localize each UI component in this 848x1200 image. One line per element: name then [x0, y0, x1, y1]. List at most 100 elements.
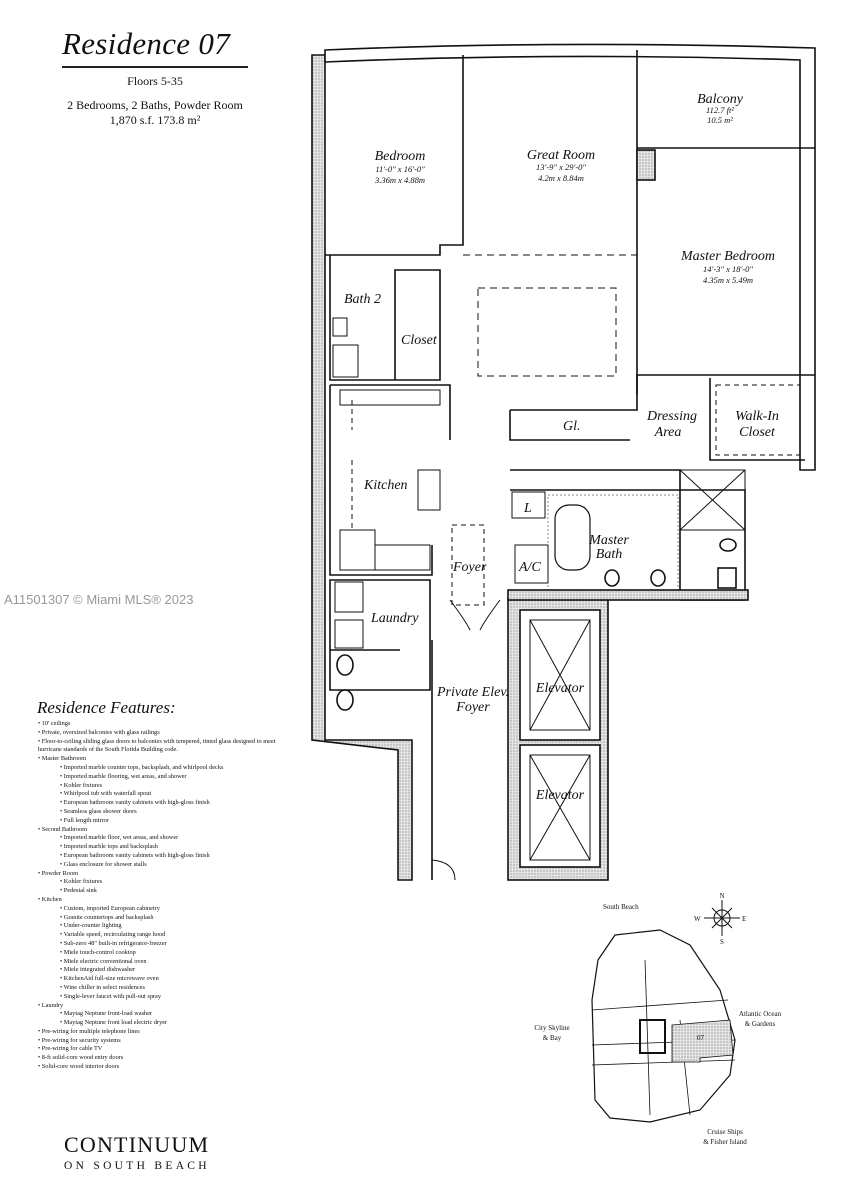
ac-label: A/C — [518, 560, 541, 575]
feature-subitem: Glass enclosure for shower stalls — [60, 861, 288, 870]
residence-title: Residence 07 — [62, 26, 230, 61]
linen-label: L — [523, 501, 532, 516]
feature-item: Pre-wiring for cable TV — [38, 1045, 288, 1054]
feature-text: Pre-wiring for security systems — [41, 1036, 121, 1044]
private-elev-foyer-label-1: Private Elev. — [436, 685, 509, 700]
feature-subitem: Sub-zero 48" built-in refrigerator-freez… — [60, 940, 288, 949]
feature-subitem: Imported marble counter tops, backsplash… — [60, 764, 288, 773]
feature-subitem: Variable speed, recirculating range hood — [60, 931, 288, 940]
feature-subitem: Imported marble flooring, wet areas, and… — [60, 773, 288, 782]
kitchen-label: Kitchen — [363, 478, 408, 493]
feature-text: Laundry — [41, 1001, 64, 1009]
feature-subitem: Single-lever faucet with pull-out spray — [60, 993, 288, 1002]
city-label-1: City Skyline — [534, 1024, 569, 1032]
master-bath-label-2: Bath — [596, 547, 622, 562]
master-bedroom-label: Master Bedroom — [680, 249, 775, 264]
compass-north: N — [719, 892, 724, 900]
rooms-summary: 2 Bedrooms, 2 Baths, Powder Room — [67, 98, 243, 112]
feature-text: Kitchen — [41, 895, 62, 903]
feature-subitem: Granite countertops and backsplash — [60, 914, 288, 923]
feature-text: Solid-core wood interior doors — [41, 1063, 120, 1071]
feature-subitem: Maytag Neptune front load electric dryer — [60, 1019, 288, 1028]
feature-item: KitchenCustom, imported European cabinet… — [38, 896, 288, 1002]
feature-text: Pre-wiring for multiple telephone lines — [41, 1027, 140, 1035]
feature-text: Pre-wiring for cable TV — [41, 1045, 103, 1053]
feature-subitem: Whirlpool tub with waterfall spout — [60, 790, 288, 799]
great-room-dim-ft: 13'-9" x 29'-0" — [536, 162, 586, 172]
feature-subitem-text: Kohler fixtures — [63, 878, 103, 886]
feature-subitem-text: Maytag Neptune front load electric dryer — [63, 1019, 168, 1027]
feature-item: Private, oversized balconies with glass … — [38, 729, 288, 738]
feature-subitem-text: Imported marble flooring, wet areas, and… — [63, 772, 187, 780]
features-title: Residence Features: — [37, 698, 176, 717]
bath2-label: Bath 2 — [344, 292, 381, 307]
south-beach-label: South Beach — [603, 903, 639, 911]
feature-subitem-text: Wine chiller in select residences — [63, 983, 145, 991]
feature-item: Floor-to-ceiling sliding glass doors to … — [38, 738, 288, 756]
feature-subitem: Kohler fixtures — [60, 878, 288, 887]
feature-subitem-text: Miele integrated dishwasher — [63, 966, 136, 974]
brand-logo: CONTINUUM — [64, 1132, 210, 1157]
feature-subitem: European bathroom vanity cabinets with h… — [60, 799, 288, 808]
bedroom-dim-m: 3.36m x 4.88m — [374, 175, 425, 185]
feature-subitem: Wine chiller in select residences — [60, 984, 288, 993]
walls — [311, 43, 816, 881]
feature-subitem-text: Maytag Neptune front-load washer — [63, 1010, 153, 1018]
feature-text: Powder Room — [41, 869, 78, 877]
cruise-label-2: & Fisher Island — [703, 1138, 747, 1146]
great-room-dim-m: 4.2m x 8.84m — [538, 173, 584, 183]
closet-label: Closet — [401, 333, 438, 348]
brand-tagline: ON SOUTH BEACH — [64, 1160, 210, 1172]
feature-subitem-text: Whirlpool tub with waterfall spout — [63, 790, 152, 798]
feature-subitem-text: Glass enclosure for shower stalls — [63, 860, 147, 868]
feature-subitem: Miele integrated dishwasher — [60, 966, 288, 975]
feature-text: Floor-to-ceiling sliding glass doors to … — [38, 737, 276, 754]
feature-subitem-text: Imported marble counter tops, backsplash… — [63, 763, 224, 771]
master-bedroom-dim-m: 4.35m x 5.49m — [703, 275, 753, 285]
feature-subitem-text: Custom, imported European cabinetry — [63, 904, 160, 912]
bedroom-dim-ft: 11'-0" x 16'-0" — [375, 164, 425, 174]
laundry-label: Laundry — [370, 611, 419, 626]
key-plan: N S E W 07 South Beach Atlantic Ocean & … — [534, 892, 781, 1146]
feature-subitem-text: Under-counter lighting — [63, 922, 122, 930]
mls-watermark: A11501307 © Miami MLS® 2023 — [4, 592, 194, 607]
balcony-label: Balcony — [697, 92, 744, 107]
feature-subitem-text: Miele electric conventional oven — [63, 957, 147, 965]
atlantic-label-1: Atlantic Ocean — [739, 1010, 782, 1018]
compass-east: E — [742, 915, 746, 923]
feature-item: Second BathroomImported marble floor, we… — [38, 826, 288, 870]
features-list: 10' ceilingsPrivate, oversized balconies… — [38, 720, 288, 1072]
feature-subitem-text: Pedestal sink — [63, 887, 97, 895]
feature-item: 10' ceilings — [38, 720, 288, 729]
feature-subitem: Miele touch-control cooktop — [60, 949, 288, 958]
feature-item: LaundryMaytag Neptune front-load washerM… — [38, 1002, 288, 1028]
feature-item: Pre-wiring for security systems — [38, 1037, 288, 1046]
compass-south: S — [720, 938, 724, 946]
balcony-area-m: 10.5 m² — [707, 115, 733, 125]
master-bath-label-1: Master — [588, 533, 629, 548]
dressing-area-label-2: Area — [654, 425, 682, 440]
feature-subitem-text: Miele touch-control cooktop — [63, 948, 136, 956]
feature-subitem: Pedestal sink — [60, 887, 288, 896]
feature-subitem-text: Granite countertops and backsplash — [63, 913, 154, 921]
title-divider — [62, 66, 248, 68]
feature-item: Powder RoomKohler fixturesPedestal sink — [38, 870, 288, 896]
walk-in-closet-label-2: Closet — [739, 425, 776, 440]
floors-range: Floors 5-35 — [127, 74, 183, 88]
feature-subitem-text: Seamless glass shower doors — [63, 807, 137, 815]
bedroom-label: Bedroom — [375, 149, 426, 164]
feature-subitem: Imported marble floor, wet areas, and sh… — [60, 834, 288, 843]
feature-subitem: Seamless glass shower doors — [60, 808, 288, 817]
dressing-area-label-1: Dressing — [646, 409, 697, 424]
elevator-1-label: Elevator — [535, 681, 585, 696]
feature-subitem-text: KitchenAid full-size microwave oven — [63, 975, 159, 983]
great-room-label: Great Room — [527, 148, 595, 163]
feature-text: Master Bathroom — [41, 755, 87, 763]
feature-subitem-text: Variable speed, recirculating range hood — [63, 931, 166, 939]
feature-subitem: Imported marble tops and backsplash — [60, 843, 288, 852]
feature-text: Private, oversized balconies with glass … — [41, 728, 160, 736]
feature-subitem-text: Imported marble floor, wet areas, and sh… — [63, 834, 179, 842]
feature-subitem: European bathroom vanity cabinets with h… — [60, 852, 288, 861]
feature-subitem: Under-counter lighting — [60, 922, 288, 931]
feature-subitem-text: Full length mirror — [63, 816, 109, 824]
